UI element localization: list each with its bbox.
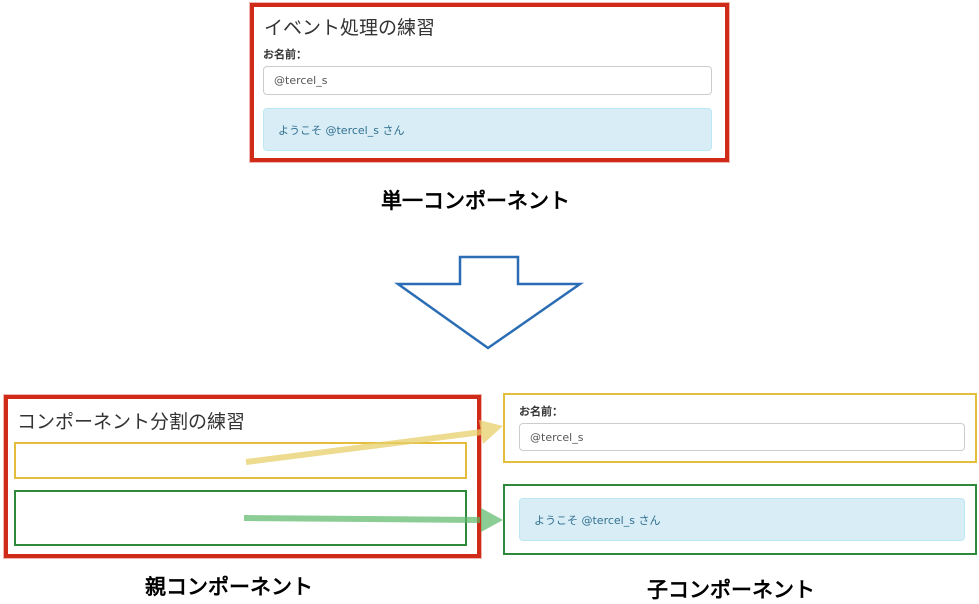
parent-component-caption: 親コンポーネント xyxy=(145,575,313,599)
child-greeting-alert: ようこそ @tercel_s さん xyxy=(519,498,965,541)
single-component-frame xyxy=(250,3,729,162)
parent-input-slot xyxy=(14,442,467,479)
yellow-connector-arrow-icon xyxy=(245,420,503,465)
child-greeting-text: ようこそ @tercel_s さん xyxy=(534,513,661,527)
child-name-label: お名前： xyxy=(519,405,563,418)
child-name-input-value: @tercel_s xyxy=(530,430,584,444)
single-name-label: お名前： xyxy=(263,48,307,61)
single-name-input-value: @tercel_s xyxy=(274,74,328,87)
down-arrow-icon xyxy=(394,255,584,350)
single-component-caption: 単一コンポーネント xyxy=(381,189,570,213)
parent-component-title: コンポーネント分割の練習 xyxy=(17,411,246,433)
child-name-input[interactable]: @tercel_s xyxy=(519,423,965,451)
single-component-title: イベント処理の練習 xyxy=(264,17,436,39)
child-input-component-frame xyxy=(503,393,977,463)
single-greeting-alert: ようこそ @tercel_s さん xyxy=(263,108,712,151)
single-name-input[interactable]: @tercel_s xyxy=(263,66,712,95)
single-greeting-text: ようこそ @tercel_s さん xyxy=(278,123,405,137)
child-component-caption: 子コンポーネント xyxy=(647,578,815,602)
child-output-component-frame xyxy=(503,484,977,555)
green-connector-arrow-icon xyxy=(243,508,503,532)
parent-component-frame xyxy=(4,395,481,558)
